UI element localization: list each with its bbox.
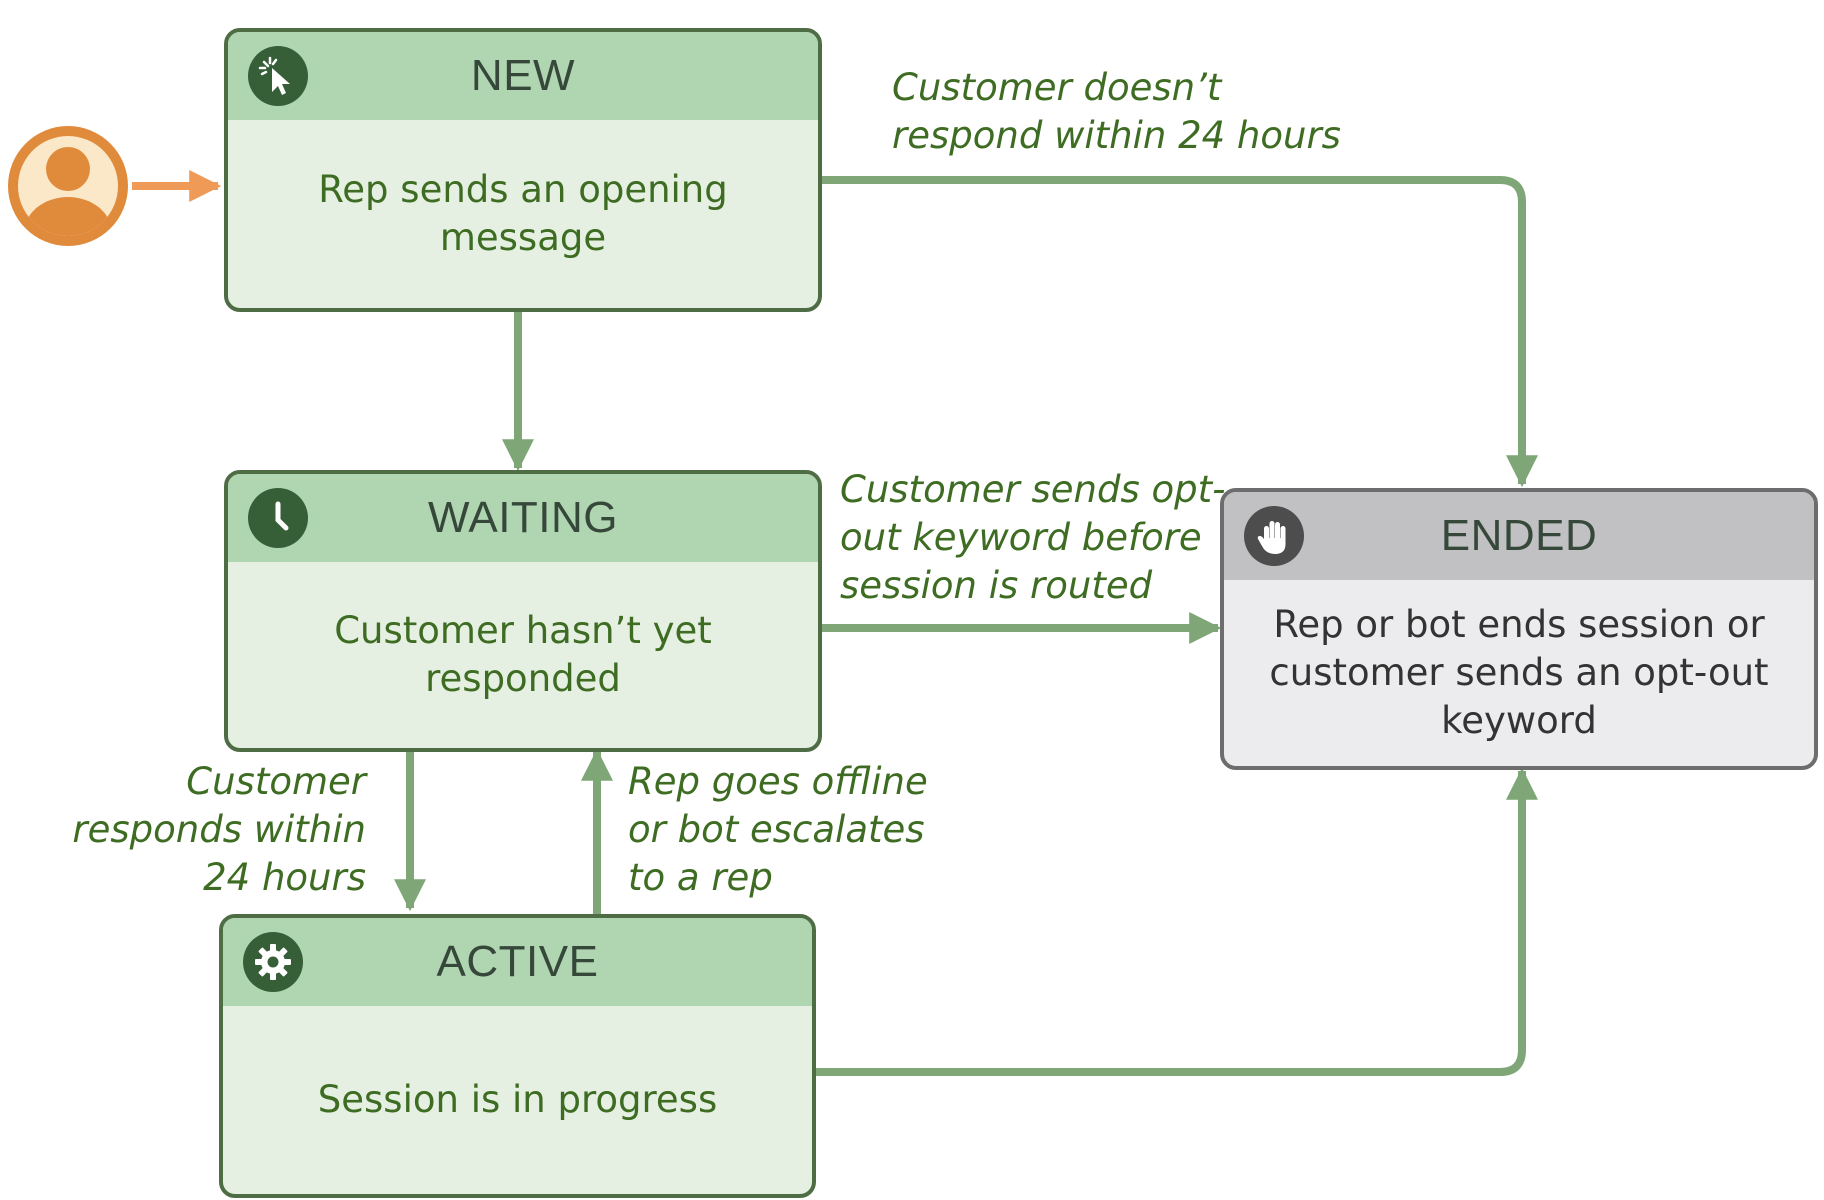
state-active: ACTIVE Session is in progress: [219, 914, 816, 1198]
clock-icon: [248, 488, 308, 548]
state-description: Customer hasn’t yet responded: [334, 609, 712, 700]
state-title: ACTIVE: [436, 937, 599, 986]
state-description: Rep or bot ends session or customer send…: [1269, 603, 1769, 742]
state-new: NEW Rep sends an opening message: [224, 28, 822, 312]
cursor-click-icon: [248, 46, 308, 106]
state-active-header: ACTIVE: [223, 918, 812, 1006]
user-avatar-icon: [3, 121, 133, 251]
state-title: WAITING: [427, 493, 619, 542]
gear-icon: [243, 932, 303, 992]
state-waiting-header: WAITING: [228, 474, 818, 562]
arrow-new-to-ended: [820, 176, 1538, 488]
state-ended: ENDED Rep or bot ends session or custome…: [1220, 488, 1818, 770]
state-new-header: NEW: [228, 32, 818, 120]
state-title: NEW: [470, 51, 576, 100]
state-ended-header: ENDED: [1224, 492, 1814, 580]
state-description: Session is in progress: [317, 1078, 718, 1121]
state-title: ENDED: [1440, 511, 1598, 560]
state-description: Rep sends an opening message: [318, 168, 728, 259]
state-waiting: WAITING Customer hasn’t yet responded: [224, 470, 822, 752]
transition-label-new-to-ended: Customer doesn’t respond within 24 hours: [892, 66, 1341, 157]
arrow-active-to-ended: [814, 767, 1538, 1076]
transition-label-waiting-to-active: Customer responds within 24 hours: [72, 760, 366, 899]
hand-icon: [1244, 506, 1304, 566]
transition-label-waiting-to-ended: Customer sends opt- out keyword before s…: [840, 468, 1226, 607]
transition-label-active-to-waiting: Rep goes offline or bot escalates to a r…: [628, 760, 928, 899]
